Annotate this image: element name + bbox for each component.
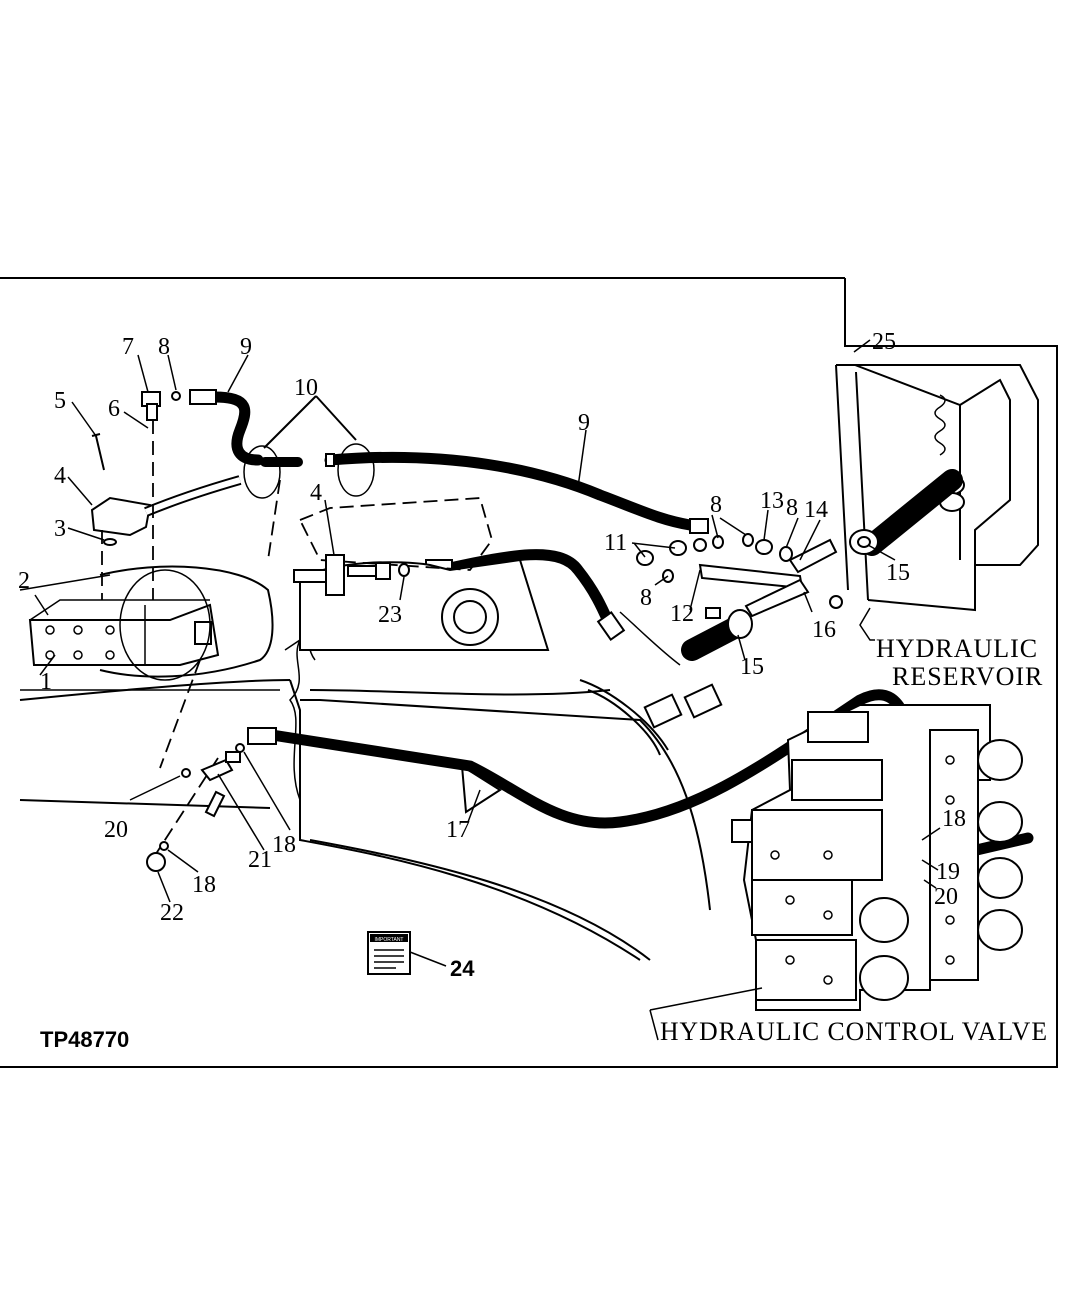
reservoir-label-line1: HYDRAULIC — [876, 634, 1038, 663]
notice-card-title: IMPORTANT — [375, 937, 404, 943]
callout-24: 24 — [450, 956, 475, 981]
pump-block — [28, 599, 220, 666]
callout-8: 8 — [158, 334, 170, 360]
drive-cylinder — [19, 565, 280, 691]
loose-fittings-left — [103, 538, 245, 872]
callout-2: 2 — [18, 568, 30, 594]
bolt-5 — [91, 433, 105, 471]
callout-23: 23 — [378, 602, 402, 628]
callout-25: 25 — [872, 329, 896, 355]
elbow-fitting — [141, 391, 161, 421]
callout-9: 9 — [240, 334, 252, 360]
callout-6: 6 — [108, 396, 120, 422]
upper-manifold — [90, 475, 242, 537]
control-valve-label: HYDRAULIC CONTROL VALVE — [660, 1017, 1048, 1046]
callout-20: 20 — [104, 817, 128, 843]
callout-15: 15 — [740, 654, 764, 680]
callout-13: 13 — [760, 488, 784, 514]
lines-to-valve — [579, 611, 723, 756]
callout-11: 11 — [604, 530, 627, 556]
callout-18c: 18 — [942, 806, 966, 832]
callout-18b: 18 — [192, 872, 216, 898]
callout-14: 14 — [804, 497, 828, 523]
callout-5: 5 — [54, 388, 66, 414]
callout-15b: 15 — [886, 560, 910, 586]
leader-lines — [34, 339, 941, 1041]
fitting-15-lower — [681, 607, 753, 661]
hose-9-upper — [171, 389, 709, 534]
callout-10: 10 — [294, 375, 318, 401]
notice-card: IMPORTANT — [367, 931, 411, 975]
callout-numbers: 1 2 3 4 4 5 6 7 8 8 8 8 9 9 10 11 12 13 … — [18, 329, 966, 981]
hose-clamps — [243, 395, 375, 499]
figure-frame — [0, 277, 1058, 1068]
callout-21: 21 — [248, 847, 272, 873]
right-fittings — [636, 533, 843, 618]
chassis-frame — [19, 599, 711, 961]
text-labels: HYDRAULIC RESERVOIR HYDRAULIC CONTROL VA… — [40, 634, 1048, 1052]
callout-20b: 20 — [934, 884, 958, 910]
reservoir-hose — [849, 469, 963, 556]
dashed-assembly-lines — [101, 420, 281, 861]
callout-8c: 8 — [640, 585, 652, 611]
callout-16: 16 — [812, 617, 836, 643]
figure-id: TP48770 — [40, 1027, 129, 1052]
callout-4: 4 — [54, 463, 66, 489]
callout-19: 19 — [936, 859, 960, 885]
callout-9b: 9 — [578, 410, 590, 436]
callout-4b: 4 — [310, 480, 322, 506]
callout-7: 7 — [122, 334, 134, 360]
callout-8d: 8 — [786, 495, 798, 521]
reservoir-label-line2: RESERVOIR — [892, 662, 1043, 691]
callout-22: 22 — [160, 900, 184, 926]
callout-1: 1 — [40, 669, 52, 695]
callout-3: 3 — [54, 516, 66, 542]
callout-17: 17 — [446, 817, 470, 843]
center-fittings — [293, 554, 410, 596]
axle-pivot — [298, 497, 550, 651]
hydraulic-control-valve — [731, 704, 1023, 1011]
callout-12: 12 — [670, 601, 694, 627]
callout-8b: 8 — [710, 492, 722, 518]
callout-18: 18 — [272, 832, 296, 858]
